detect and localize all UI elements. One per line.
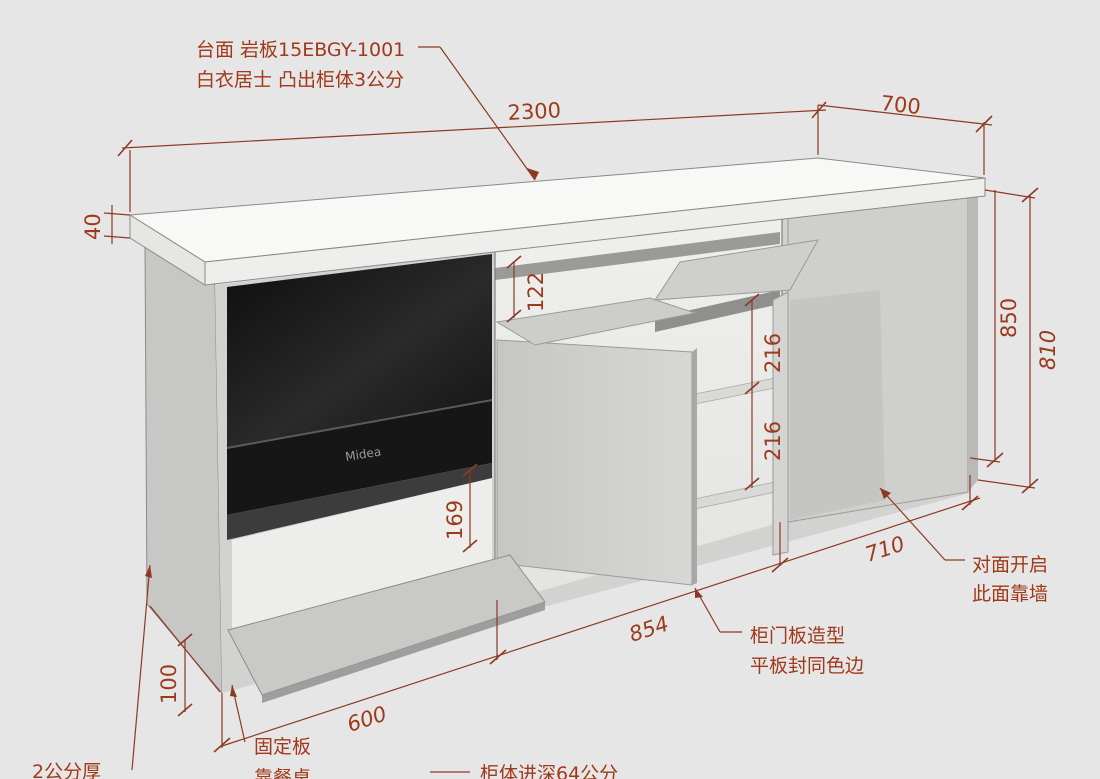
note-wall-side: 此面靠墙 — [972, 583, 1048, 605]
note-depth: 柜体进深64公分 — [480, 763, 618, 779]
note-open-side: 对面开启 — [972, 554, 1048, 576]
right-side-panel — [968, 190, 978, 492]
built-in-appliance: Midea — [226, 254, 493, 540]
dim-width: 700 — [879, 91, 921, 119]
note-countertop-2: 白衣居士 凸出柜体3公分 — [196, 69, 404, 91]
countertop-left-edge — [129, 214, 206, 286]
note-door-edge: 平板封同色边 — [750, 655, 864, 677]
note-thickness: 2公分厚 — [32, 761, 101, 779]
note-fixed-panel: 固定板 — [254, 736, 311, 758]
dim-height-total: 850 — [997, 298, 1021, 338]
dim-shelf-216a: 216 — [761, 333, 785, 373]
dim-shelf-216b: 216 — [761, 421, 785, 461]
dim-length: 2300 — [507, 98, 562, 125]
note-near-table: 靠餐桌 — [254, 767, 311, 779]
top-drop-flap — [495, 297, 697, 346]
middle-left-door — [496, 339, 693, 586]
annotations: 台面 岩板15EBGY-1001 白衣居士 凸出柜体3公分 对面开启 此面靠墙 … — [32, 39, 1048, 779]
appliance-upper — [227, 254, 492, 448]
dim-right-710: 710 — [862, 532, 908, 567]
shelf-upper — [495, 232, 780, 280]
dimension-lines — [103, 46, 1039, 773]
dim-left-600: 600 — [344, 702, 390, 737]
shelf-middle — [655, 290, 780, 332]
left-side-panel — [144, 241, 223, 695]
dim-height-cabinet: 810 — [1036, 330, 1060, 370]
countertop — [128, 157, 986, 286]
appliance-brand-logo: Midea — [344, 444, 382, 463]
dim-shelf-122: 122 — [524, 272, 548, 312]
middle-right-door-edge — [772, 291, 789, 556]
dim-base-100: 100 — [157, 664, 181, 704]
door-shadow — [790, 290, 885, 520]
appliance-base — [227, 463, 492, 540]
lift-up-flap — [654, 239, 819, 301]
appliance-drawer — [227, 400, 492, 515]
note-countertop-1: 台面 岩板15EBGY-1001 — [196, 39, 405, 61]
open-doors — [227, 239, 819, 703]
dim-drawer-169: 169 — [443, 500, 467, 540]
dim-middle-854: 854 — [626, 612, 672, 647]
note-door-style: 柜门板造型 — [750, 625, 845, 647]
dim-top-thickness: 40 — [81, 213, 105, 240]
